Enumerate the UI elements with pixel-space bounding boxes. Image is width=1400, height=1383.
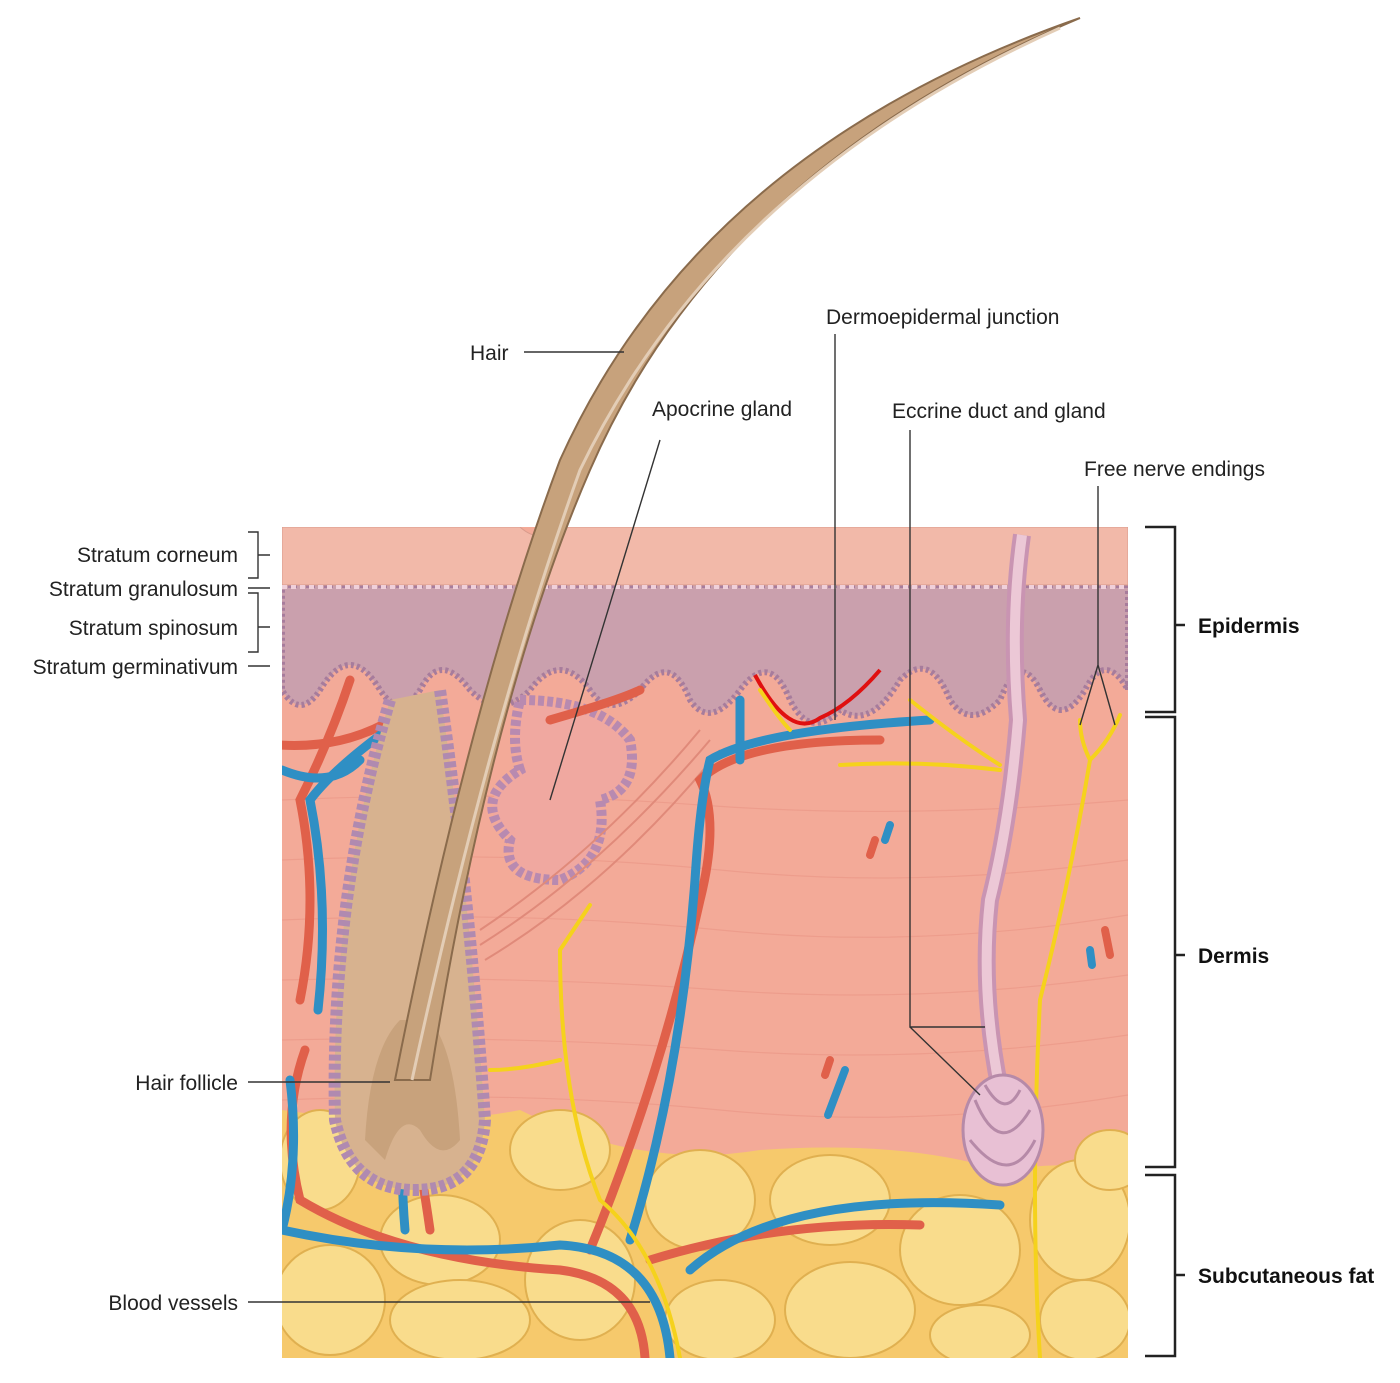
dermoepidermal-junction-highlight	[753, 668, 882, 726]
label-eccrine-duct-gland: Eccrine duct and gland	[892, 400, 1106, 423]
stratum-corneum	[282, 527, 1128, 586]
eccrine-gland	[961, 1073, 1045, 1187]
label-stratum-spinosum: Stratum spinosum	[69, 617, 238, 640]
label-free-nerve-endings: Free nerve endings	[1084, 458, 1265, 481]
label-hair-follicle: Hair follicle	[135, 1072, 238, 1095]
label-apocrine-gland: Apocrine gland	[652, 398, 792, 421]
label-dermis: Dermis	[1198, 945, 1269, 968]
label-subcutaneous-fat: Subcutaneous fat	[1198, 1265, 1374, 1288]
apocrine-gland	[487, 694, 637, 886]
label-hair: Hair	[470, 342, 509, 365]
label-epidermis: Epidermis	[1198, 615, 1300, 638]
label-stratum-germinativum: Stratum germinativum	[33, 656, 238, 679]
label-dermoepidermal-junction: Dermoepidermal junction	[826, 306, 1059, 329]
label-stratum-corneum: Stratum corneum	[77, 544, 238, 567]
label-stratum-granulosum: Stratum granulosum	[49, 578, 238, 601]
label-blood-vessels: Blood vessels	[108, 1292, 238, 1315]
